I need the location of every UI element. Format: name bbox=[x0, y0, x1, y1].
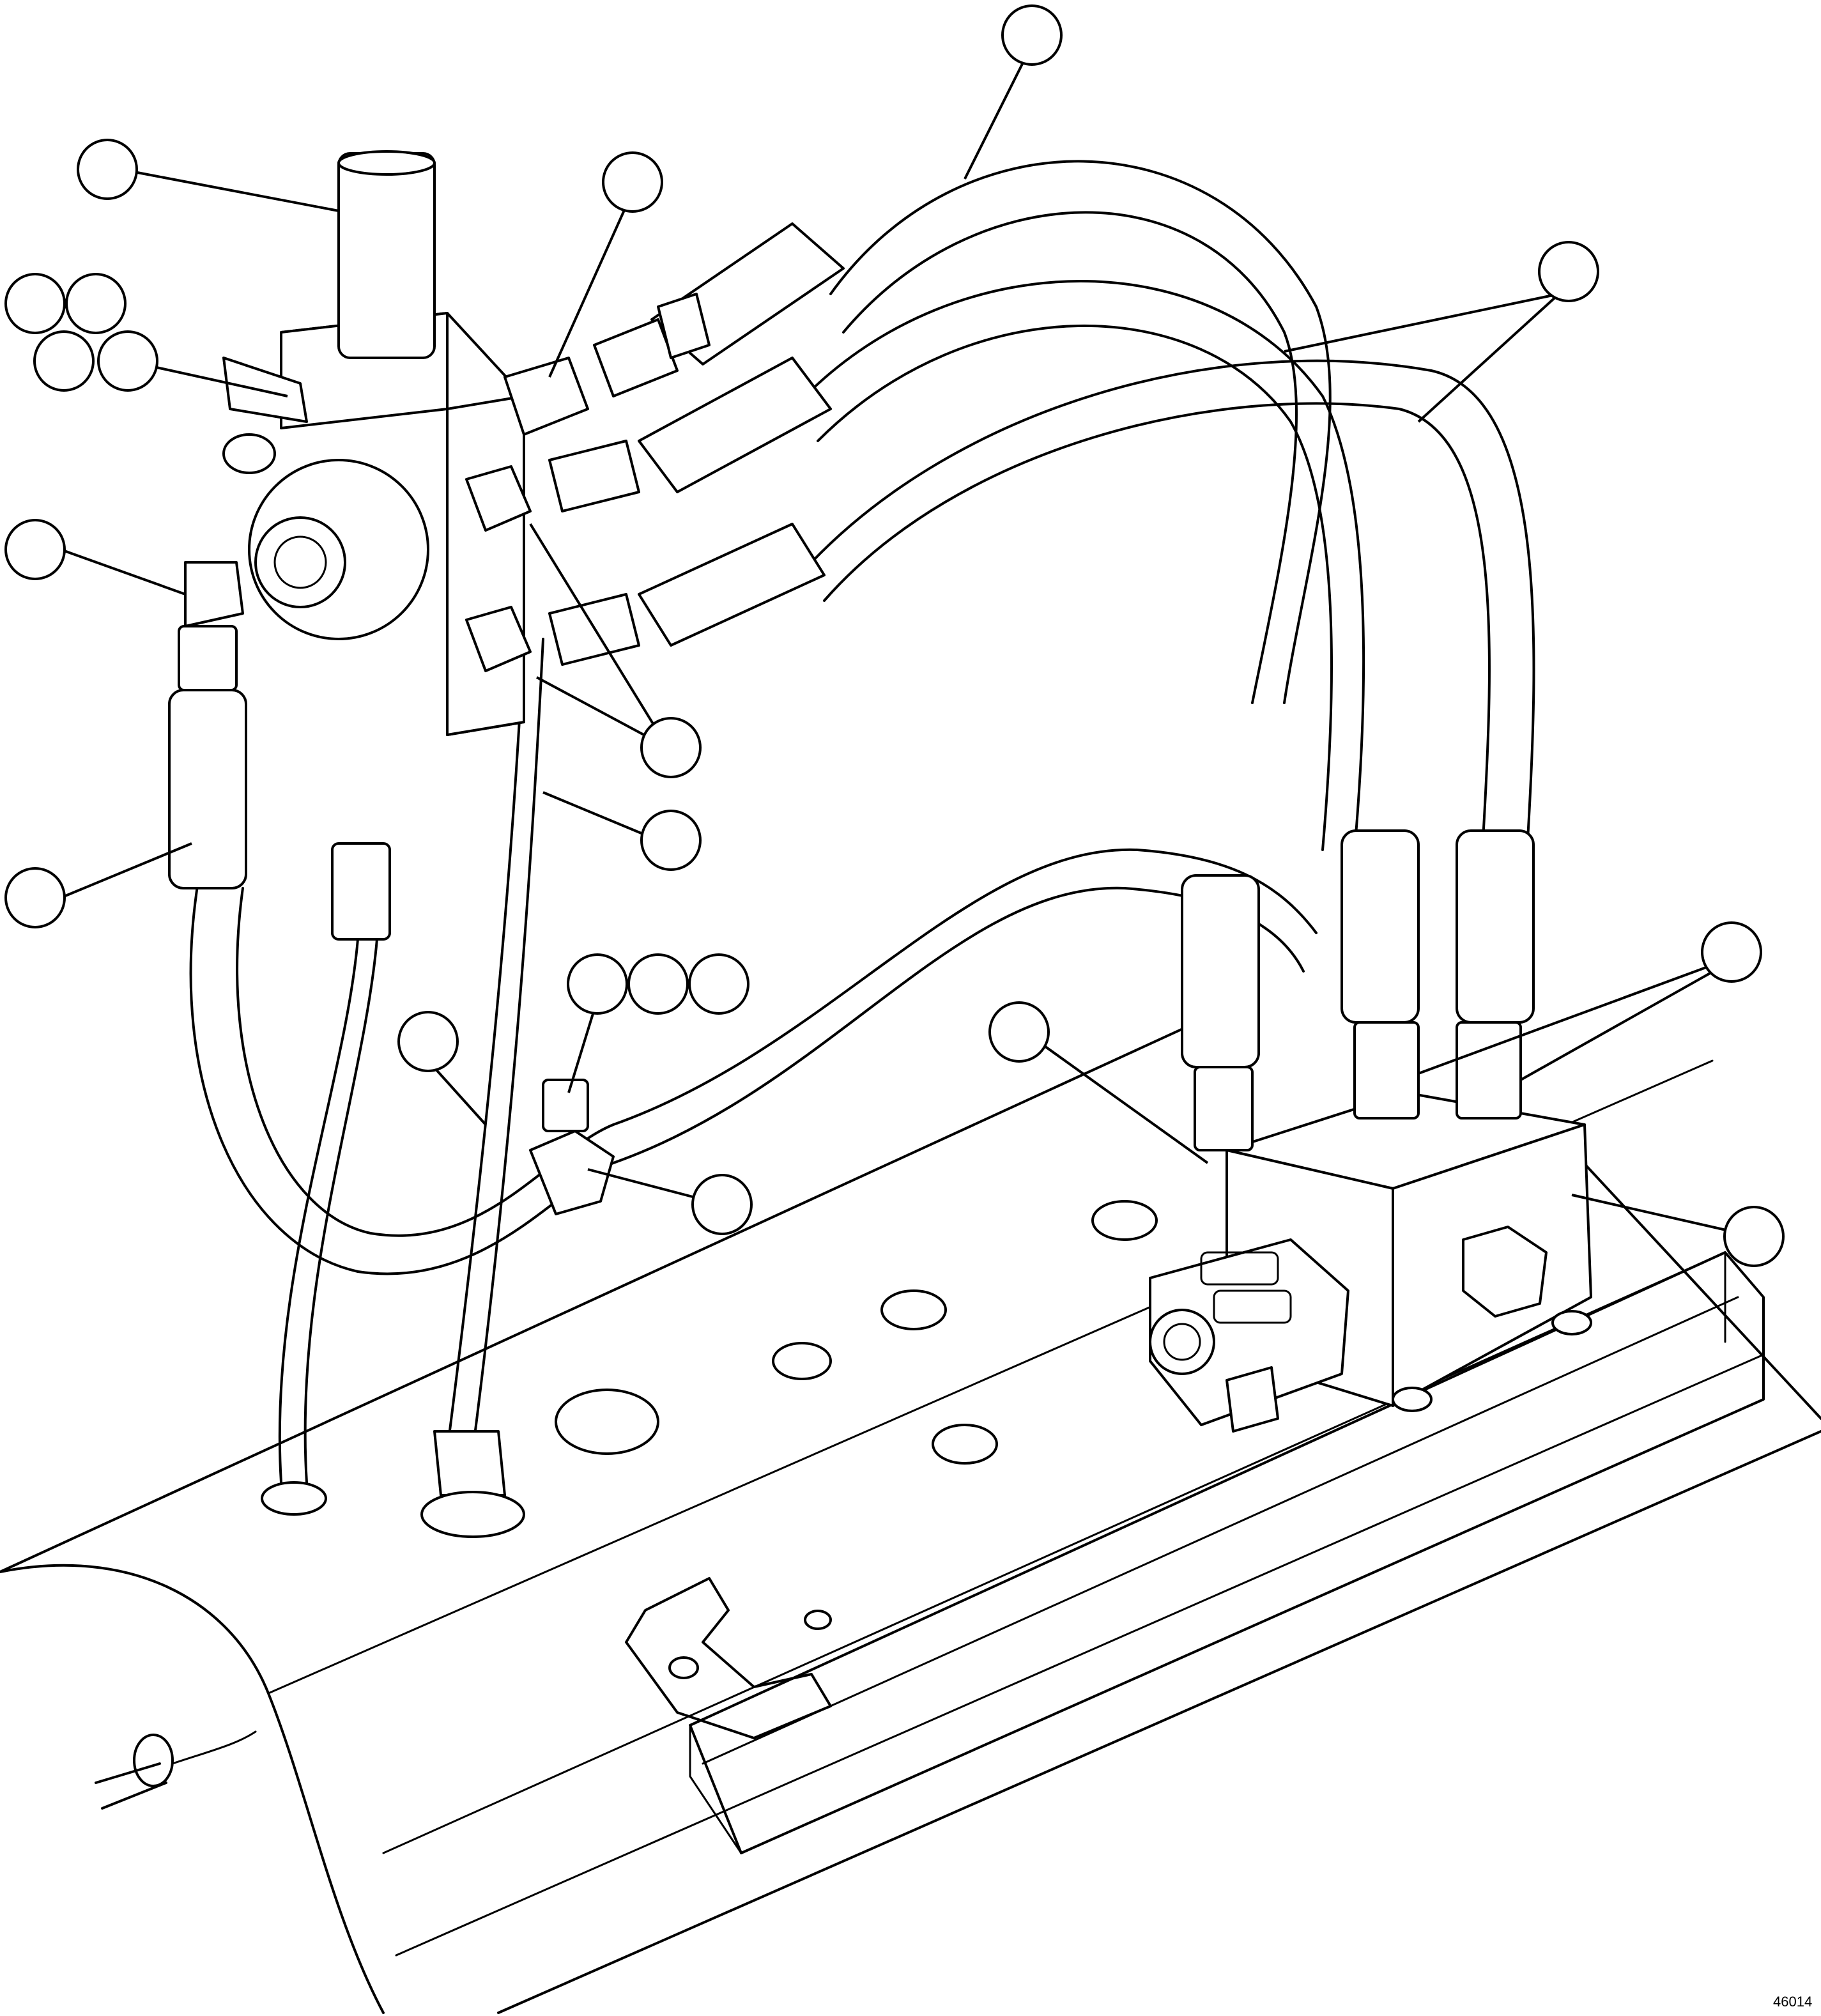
callout-c20 bbox=[1723, 1206, 1785, 1267]
drawing-id: 46014 bbox=[1773, 1994, 1812, 2010]
callout-c3 bbox=[602, 151, 663, 213]
callout-c17 bbox=[988, 1001, 1050, 1063]
callout-c10 bbox=[640, 717, 702, 778]
callout-c7 bbox=[33, 330, 95, 392]
base-plate bbox=[0, 996, 1821, 2014]
callout-c11 bbox=[640, 810, 702, 871]
callout-c9 bbox=[4, 519, 66, 580]
callout-c12 bbox=[4, 867, 66, 928]
tube-center bbox=[420, 638, 544, 1538]
hose-middle bbox=[804, 280, 1365, 851]
grommet bbox=[95, 1730, 257, 1810]
callout-c4 bbox=[1538, 241, 1599, 302]
plate-holes bbox=[555, 1200, 1158, 1739]
callout-c14 bbox=[627, 953, 689, 1015]
callout-c18 bbox=[397, 1011, 459, 1072]
callout-c19 bbox=[691, 1174, 753, 1235]
hose-sleeves bbox=[168, 222, 1535, 1068]
callout-c5 bbox=[4, 273, 66, 334]
hose-long-top bbox=[829, 160, 1332, 704]
tube-left bbox=[261, 842, 391, 1516]
hose-clamp bbox=[529, 1079, 615, 1215]
callout-c16 bbox=[1701, 921, 1762, 983]
callout-c8 bbox=[97, 330, 158, 392]
hose-lower-return bbox=[189, 848, 1318, 1275]
callout-c13 bbox=[567, 953, 628, 1015]
valve-block-left bbox=[178, 150, 525, 736]
callout-c6 bbox=[65, 273, 127, 334]
callout-c2 bbox=[77, 139, 138, 200]
hose-right bbox=[810, 359, 1535, 851]
valve-block-right bbox=[1149, 1021, 1592, 1433]
callout-c15 bbox=[688, 953, 749, 1015]
callout-c1 bbox=[1001, 4, 1063, 66]
